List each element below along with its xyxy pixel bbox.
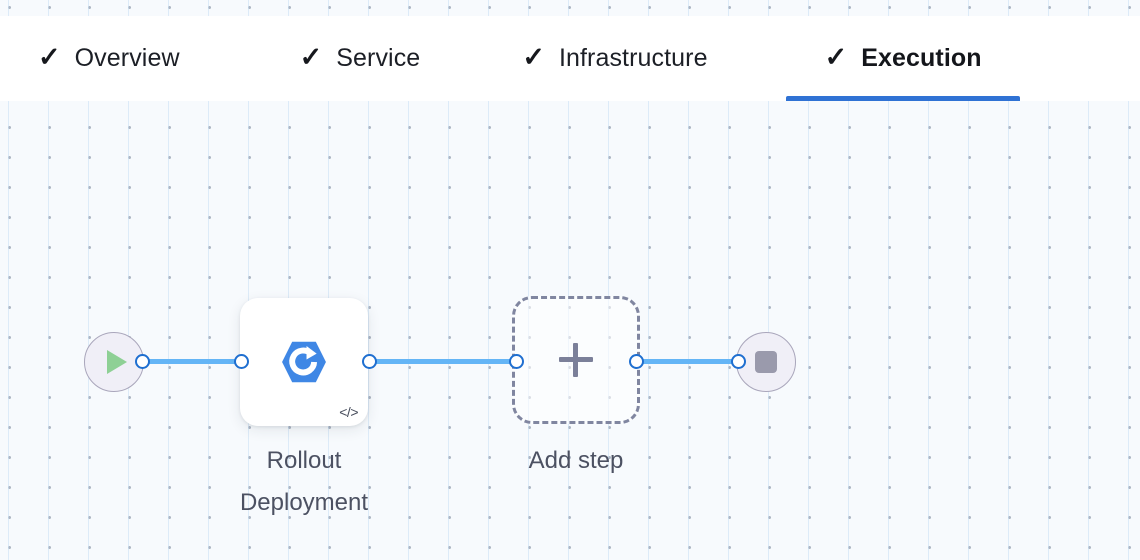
tab-infrastructure[interactable]: ✓ Infrastructure xyxy=(522,16,707,101)
step-node-label: Rollout Deployment xyxy=(239,447,369,516)
handle-add-input[interactable] xyxy=(509,354,524,369)
check-icon: ✓ xyxy=(38,42,61,72)
add-step-node[interactable] xyxy=(512,296,640,424)
handle-start-output[interactable] xyxy=(135,354,150,369)
handle-step-output[interactable] xyxy=(362,354,377,369)
edge-add-to-end[interactable] xyxy=(634,359,740,364)
add-step-label: Add step xyxy=(528,447,624,474)
check-icon: ✓ xyxy=(299,42,323,72)
tab-service-label: Service xyxy=(336,44,421,72)
tab-active-underline xyxy=(785,96,1020,101)
handle-step-input[interactable] xyxy=(234,354,249,369)
start-node-circle xyxy=(84,332,144,392)
edge-start-to-step[interactable] xyxy=(140,359,244,364)
stop-icon xyxy=(755,351,777,373)
tab-service[interactable]: ✓ Service xyxy=(300,16,421,101)
tab-execution[interactable]: ✓ Execution xyxy=(785,16,1020,101)
handle-add-output[interactable] xyxy=(629,354,644,369)
tab-overview-label: Overview xyxy=(74,44,180,72)
code-icon: </> xyxy=(339,404,358,420)
check-icon: ✓ xyxy=(824,42,848,72)
play-icon xyxy=(107,350,127,374)
handle-end-input[interactable] xyxy=(731,354,746,369)
pipeline-stage-tabs: ✓ Overview ✓ Service ✓ Infrastructure ✓ … xyxy=(0,16,1140,101)
tab-infrastructure-label: Infrastructure xyxy=(558,44,708,72)
step-node-rollout-deployment[interactable]: </> xyxy=(240,298,368,426)
edge-step-to-add[interactable] xyxy=(366,359,518,364)
rollout-deployment-icon xyxy=(282,341,326,383)
tab-overview[interactable]: ✓ Overview xyxy=(38,16,180,101)
check-icon: ✓ xyxy=(522,42,545,72)
plus-icon xyxy=(559,343,593,377)
pipeline-start-node[interactable] xyxy=(84,332,144,392)
tab-execution-label: Execution xyxy=(861,44,982,72)
